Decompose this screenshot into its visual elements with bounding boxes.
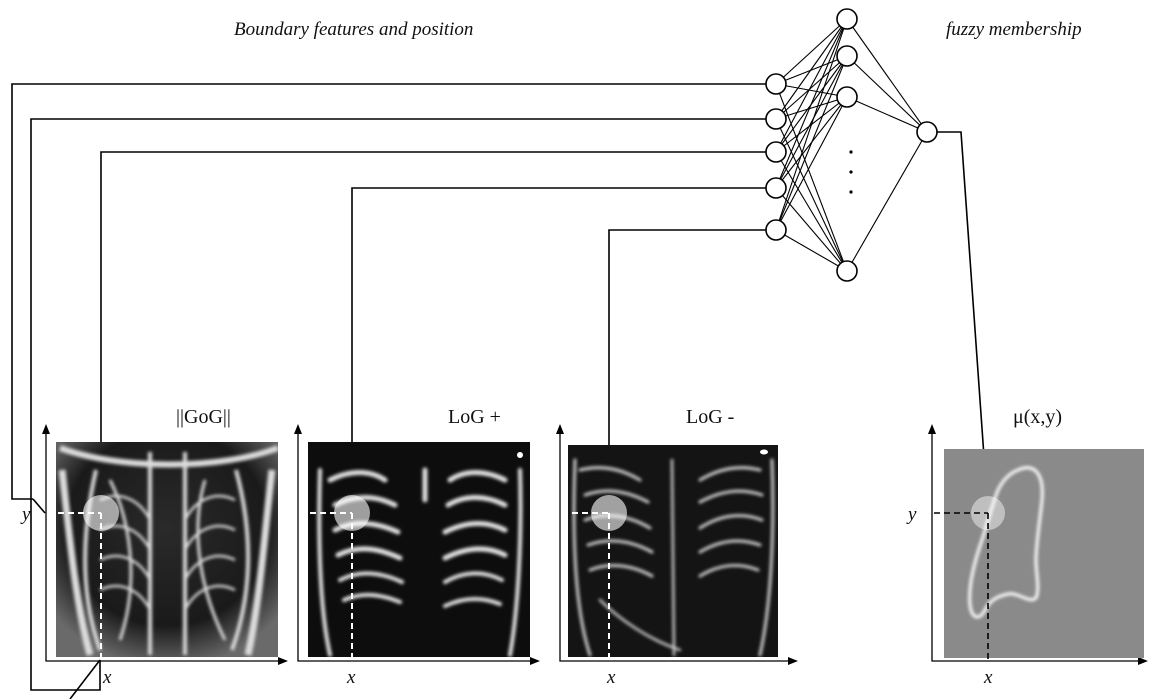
panel-membership: μ(x,y) x y	[906, 406, 1148, 688]
log-plus-x-label: x	[346, 667, 356, 688]
membership-x-label: x	[983, 667, 993, 688]
nn-edge-input-hidden-7	[776, 97, 847, 119]
log-minus-y-arrow	[556, 424, 564, 434]
input-node-3	[766, 142, 786, 162]
membership-title: μ(x,y)	[1013, 406, 1062, 428]
gog-image	[56, 442, 278, 657]
hidden-node-4	[837, 261, 857, 281]
nn-edge-input-hidden-12	[776, 152, 847, 271]
hidden-node-3	[837, 87, 857, 107]
membership-y-label: y	[906, 504, 917, 525]
log-plus-y-arrow	[294, 424, 302, 434]
gog-title: ||GoG||	[176, 406, 231, 428]
nn-edge-input-hidden-4	[776, 84, 847, 271]
hidden-layer	[837, 9, 857, 281]
log-minus-image	[568, 445, 778, 657]
log-plus-x-arrow	[530, 657, 540, 665]
wire-y-tick	[33, 499, 45, 513]
log-minus-x-label: x	[606, 667, 616, 688]
nn-edge-input-hidden-20	[776, 230, 847, 271]
input-node-1	[766, 74, 786, 94]
nn-edge-input-hidden-6	[776, 56, 847, 119]
log-minus-x-arrow	[788, 657, 798, 665]
log-plus-image	[308, 442, 530, 657]
panel-log-minus: LoG - x	[556, 406, 798, 688]
membership-x-arrow	[1138, 657, 1148, 665]
gog-x-arrow	[278, 657, 288, 665]
gog-y-arrow	[42, 424, 50, 434]
gog-x-label: x	[102, 667, 112, 688]
panel-gog: ||GoG|| x y	[20, 406, 288, 688]
hidden-node-1	[837, 9, 857, 29]
neural-network	[766, 9, 937, 281]
input-node-2	[766, 109, 786, 129]
nn-edge-input-hidden-14	[776, 56, 847, 188]
membership-y-arrow	[928, 424, 936, 434]
wire-x-tick	[70, 660, 100, 699]
input-layer	[766, 74, 786, 240]
hidden-node-2	[837, 46, 857, 66]
nn-edge-hidden-output-2	[847, 56, 927, 132]
panel-log-plus: LoG + x	[294, 406, 540, 688]
log-plus-title: LoG +	[448, 406, 501, 428]
output-node	[917, 122, 937, 142]
fuzzy-membership-caption: fuzzy membership	[946, 19, 1082, 40]
nn-edge-input-hidden-17	[776, 19, 847, 230]
log-minus-title: LoG -	[686, 406, 734, 428]
gog-y-label: y	[20, 504, 31, 525]
nn-edge-hidden-output-4	[847, 132, 927, 271]
membership-map	[944, 449, 1144, 658]
input-node-4	[766, 178, 786, 198]
hidden-ellipsis	[849, 150, 852, 193]
wire-y-coordinate	[12, 84, 776, 499]
boundary-features-caption: Boundary features and position	[234, 19, 473, 40]
input-node-5	[766, 220, 786, 240]
